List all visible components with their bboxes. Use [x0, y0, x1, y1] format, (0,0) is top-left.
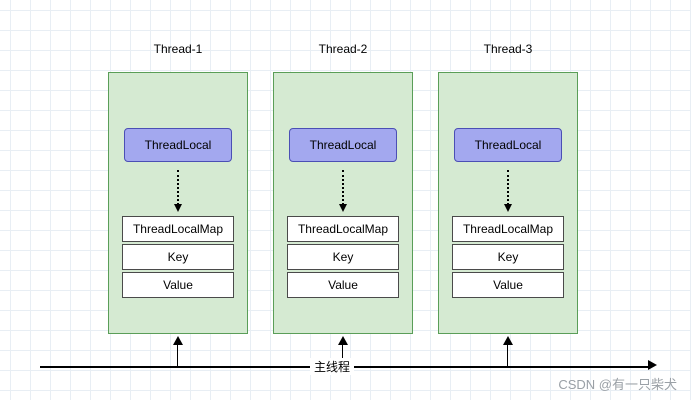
- thread-title-2: Thread-2: [318, 42, 368, 56]
- thread-title-3: Thread-3: [483, 42, 533, 56]
- main-thread-label: 主线程: [310, 358, 355, 375]
- thread-main-arrow-line-1: [177, 344, 178, 366]
- main-thread-arrow-head: [648, 360, 657, 370]
- thread-main-arrow-head-1: [173, 336, 183, 345]
- thread-main-arrow-2: [338, 336, 348, 366]
- map-cell-threadlocalmap-2[interactable]: ThreadLocalMap: [287, 216, 399, 242]
- map-cell-threadlocalmap-1[interactable]: ThreadLocalMap: [122, 216, 234, 242]
- thread-main-arrow-head-2: [338, 336, 348, 345]
- watermark: CSDN @有一只柴犬: [558, 377, 677, 392]
- thread-main-arrow-line-3: [507, 344, 508, 366]
- thread-main-arrow-line-2: [342, 344, 343, 366]
- threadlocal-box-3[interactable]: ThreadLocal: [454, 128, 562, 162]
- thread-main-arrow-3: [503, 336, 513, 366]
- thread-main-arrow-head-3: [503, 336, 513, 345]
- map-cell-key-1[interactable]: Key: [122, 244, 234, 270]
- threadlocalmap-stack-2: ThreadLocalMap Key Value: [287, 216, 399, 298]
- dotted-arrow-head-1: [174, 204, 182, 212]
- dotted-arrow-line-1: [177, 170, 179, 205]
- dotted-arrow-head-2: [339, 204, 347, 212]
- thread-main-arrow-1: [173, 336, 183, 366]
- map-cell-key-2[interactable]: Key: [287, 244, 399, 270]
- map-cell-value-2[interactable]: Value: [287, 272, 399, 298]
- dotted-arrow-head-3: [504, 204, 512, 212]
- map-cell-value-3[interactable]: Value: [452, 272, 564, 298]
- threadlocalmap-stack-1: ThreadLocalMap Key Value: [122, 216, 234, 298]
- threadlocalmap-stack-3: ThreadLocalMap Key Value: [452, 216, 564, 298]
- map-cell-key-3[interactable]: Key: [452, 244, 564, 270]
- dotted-arrow-line-2: [342, 170, 344, 205]
- map-cell-value-1[interactable]: Value: [122, 272, 234, 298]
- dotted-arrow-1: [174, 170, 182, 212]
- dotted-arrow-2: [339, 170, 347, 212]
- map-cell-threadlocalmap-3[interactable]: ThreadLocalMap: [452, 216, 564, 242]
- threadlocal-box-1[interactable]: ThreadLocal: [124, 128, 232, 162]
- thread-title-1: Thread-1: [153, 42, 203, 56]
- threadlocal-box-2[interactable]: ThreadLocal: [289, 128, 397, 162]
- dotted-arrow-line-3: [507, 170, 509, 205]
- dotted-arrow-3: [504, 170, 512, 212]
